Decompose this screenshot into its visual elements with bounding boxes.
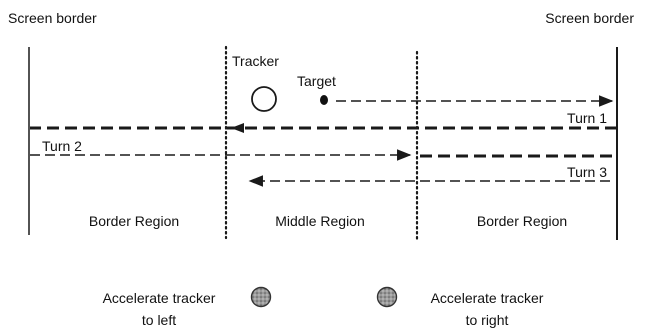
turn2-label: Turn 2 xyxy=(42,138,82,154)
border-region-left-label: Border Region xyxy=(89,213,179,229)
legend-left-line2: to left xyxy=(142,312,176,328)
legend-right-line1: Accelerate tracker xyxy=(431,290,544,306)
target-icon xyxy=(320,95,328,105)
target-label: Target xyxy=(297,73,336,89)
accelerate-left-icon xyxy=(250,286,272,308)
border-region-right-label: Border Region xyxy=(477,213,567,229)
screen-border-right-label: Screen border xyxy=(545,10,634,26)
turn1-arrowhead xyxy=(231,123,244,133)
legend-right-line2: to right xyxy=(466,312,509,328)
legend-left-line1: Accelerate tracker xyxy=(103,290,216,306)
accelerate-right-icon xyxy=(376,286,398,308)
turn3-label: Turn 3 xyxy=(567,164,607,180)
screen-border-left-label: Screen border xyxy=(8,10,97,26)
tracker-label: Tracker xyxy=(232,53,279,69)
middle-region-label: Middle Region xyxy=(275,213,365,229)
tracker-icon xyxy=(251,86,277,112)
turn1-label: Turn 1 xyxy=(567,110,607,126)
